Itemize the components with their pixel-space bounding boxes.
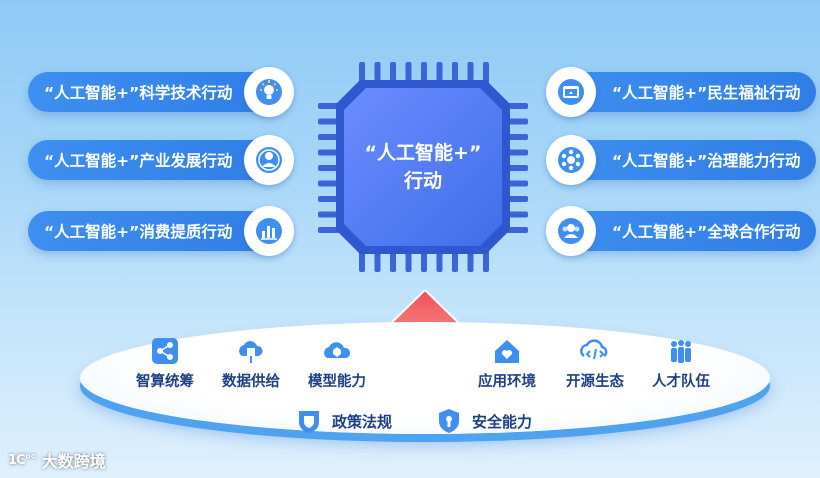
foundation-label: 数据供给: [222, 370, 280, 391]
foundation-open-source: 开源生态: [566, 336, 624, 391]
watermark: 1C°° 大数跨境: [8, 448, 106, 472]
foundation-label: 安全能力: [472, 411, 532, 432]
action-pill-livelihood: “人工智能+”民生福祉行动: [552, 72, 816, 112]
action-label: “人工智能+”消费提质行动: [44, 220, 232, 242]
action-label: “人工智能+”科学技术行动: [44, 81, 232, 103]
shield-icon: [296, 408, 322, 434]
action-label: “人工智能+”治理能力行动: [612, 149, 800, 171]
action-label: “人工智能+”民生福祉行动: [612, 81, 800, 103]
security-shield-icon: [436, 408, 462, 434]
open-source-icon: [580, 336, 610, 366]
chip-title-line1: “人工智能+”: [365, 139, 482, 167]
wallet-icon: [546, 67, 596, 117]
cloud-database-icon: [236, 336, 266, 366]
action-label: “人工智能+”产业发展行动: [44, 149, 232, 171]
foundation-security: 安全能力: [436, 408, 532, 434]
people-group-icon: [546, 206, 596, 256]
foundation-label: 智算统筹: [136, 370, 194, 391]
action-pill-science: “人工智能+”科学技术行动: [28, 72, 288, 112]
foundation-compute: 智算统筹: [136, 336, 194, 391]
industry-people-icon: [244, 135, 294, 185]
watermark-text: 大数跨境: [42, 448, 106, 472]
chip-title-line2: 行动: [404, 167, 442, 195]
watermark-logo: 1C°°: [8, 453, 36, 468]
foundation-policy: 政策法规: [296, 408, 392, 434]
cloud-model-icon: [322, 336, 352, 366]
action-pill-governance: “人工智能+”治理能力行动: [552, 140, 816, 180]
foundation-label: 模型能力: [308, 370, 366, 391]
bar-chart-icon: [244, 206, 294, 256]
central-chip: “人工智能+” 行动: [318, 62, 528, 272]
share-node-icon: [150, 336, 180, 366]
action-pill-industry: “人工智能+”产业发展行动: [28, 140, 288, 180]
foundation-data: 数据供给: [222, 336, 280, 391]
lightbulb-icon: [244, 67, 294, 117]
team-icon: [666, 336, 696, 366]
foundation-talent: 人才队伍: [652, 336, 710, 391]
foundation-label: 政策法规: [332, 411, 392, 432]
network-icon: [546, 135, 596, 185]
action-pill-global: “人工智能+”全球合作行动: [552, 211, 816, 251]
action-label: “人工智能+”全球合作行动: [612, 220, 800, 242]
foundation-label: 人才队伍: [652, 370, 710, 391]
foundation-label: 开源生态: [566, 370, 624, 391]
home-heart-icon: [492, 336, 522, 366]
action-pill-consumption: “人工智能+”消费提质行动: [28, 211, 288, 251]
foundation-app-env: 应用环境: [478, 336, 536, 391]
foundation-label: 应用环境: [478, 370, 536, 391]
foundation-model: 模型能力: [308, 336, 366, 391]
chip-title: “人工智能+” 行动: [318, 62, 528, 272]
